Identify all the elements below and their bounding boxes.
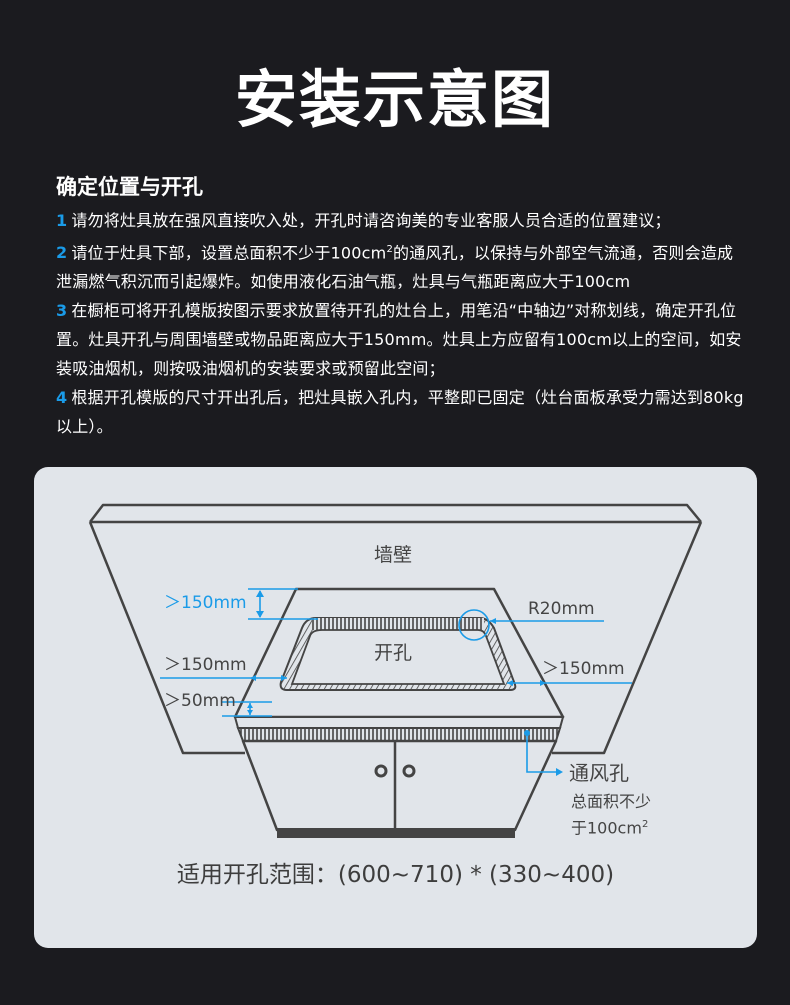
dim-top-label: ＞150mm [164, 593, 247, 613]
step-number: 3 [56, 301, 68, 321]
installation-diagram [88, 503, 703, 838]
vent-note-text: 于100cm [571, 818, 642, 838]
vent-label: 通风孔 [569, 761, 629, 785]
section-heading: 确定位置与开孔 [56, 175, 203, 199]
step-text: 的通风孔，以保持与外部空气流通，否则会造成泄漏燃气积沉而引起爆炸。如使用液化石油… [56, 243, 734, 292]
vent-note-line2: 于100cm2 [571, 815, 648, 838]
hole-label: 开孔 [374, 642, 413, 664]
wall-label: 墙壁 [374, 544, 413, 566]
cutout-range: 适用开孔范围：(600~710) * (330~400) [176, 862, 615, 888]
step-number: 4 [56, 388, 68, 408]
door-knob-left [374, 764, 388, 778]
cabinet-base [277, 828, 515, 838]
step-text: 请位于灶具下部，设置总面积不少于100cm [71, 243, 387, 263]
vent-band [233, 716, 565, 729]
wall-outline [88, 503, 703, 755]
step-text: 请勿将灶具放在强风直接吹入处，开孔时请咨询美的专业客服人员合适的位置建议； [71, 211, 671, 230]
superscript: 2 [641, 819, 649, 830]
door-knob-right [402, 764, 416, 778]
superscript: 2 [386, 244, 394, 255]
dim-left-label: ＞150mm [164, 655, 247, 675]
diagram-card: 墙壁 开孔 ＞150mm ＞150mm ＞50mm R20mm ＞150mm 通… [34, 467, 757, 948]
step-text: 在橱柜可将开孔模版按图示要求放置待开孔的灶台上，用笔沿“中轴边”对称划线，确定开… [56, 301, 742, 379]
dimension-lines [160, 588, 632, 776]
step-text: 根据开孔模版的尺寸开出孔后，把灶具嵌入孔内，平整即已固定（灶台面板承受力需达到8… [56, 388, 744, 437]
dim-bottom-label: ＞50mm [164, 691, 236, 711]
dim-right-label: ＞150mm [542, 659, 625, 679]
page-title: 安装示意图 [234, 63, 555, 136]
radius-label: R20mm [528, 599, 595, 619]
cabinet [241, 739, 558, 832]
cutout-opening [279, 617, 517, 691]
step-number: 1 [56, 211, 68, 230]
step-number: 2 [56, 243, 68, 263]
vent-note-line1: 总面积不少 [571, 792, 652, 811]
